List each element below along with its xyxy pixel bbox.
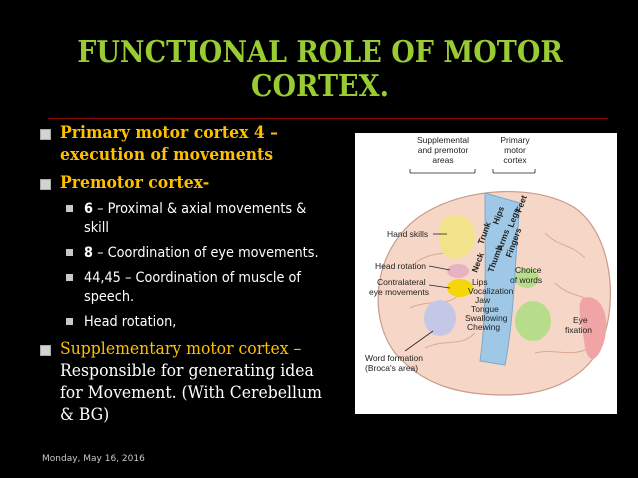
sub-bullet-number: 6 bbox=[84, 201, 93, 217]
choice-of-words-area bbox=[515, 301, 551, 341]
slide-title: FUNCTIONAL ROLE OF MOTOR CORTEX. bbox=[50, 36, 590, 104]
sub-bullet-text: Head rotation, bbox=[84, 314, 177, 330]
face-label-chewing: Chewing bbox=[467, 322, 500, 332]
label-motor: motor bbox=[504, 145, 526, 155]
label-eye-movements: eye movements bbox=[369, 287, 429, 297]
bullet-text: Premotor cortex- bbox=[60, 173, 210, 193]
title-line-1: FUNCTIONAL ROLE OF MOTOR bbox=[77, 35, 563, 70]
label-fixation: fixation bbox=[565, 325, 592, 335]
small-square-bullet-icon bbox=[66, 274, 73, 281]
label-brocas-area: (Broca's area) bbox=[365, 363, 418, 373]
label-cortex: cortex bbox=[503, 155, 527, 165]
face-label-tongue: Tongue bbox=[471, 304, 499, 314]
header-brackets bbox=[409, 169, 536, 174]
square-bullet-icon bbox=[40, 179, 51, 190]
head-rotation-area bbox=[447, 264, 469, 278]
sub-bullet-text: – Coordination of eye movements. bbox=[92, 245, 319, 261]
label-premotor: and premotor bbox=[418, 145, 469, 155]
sub-bullet-text-line-2: skill bbox=[84, 220, 109, 236]
bullet-text-line-2: Responsible for generating idea bbox=[60, 361, 314, 381]
eye-movements-area bbox=[447, 279, 473, 297]
sub-bullet-44-45: 44,45 – Coordination of muscle of speech… bbox=[36, 269, 366, 307]
eye-fixation-area bbox=[579, 297, 607, 359]
sub-bullet-text: – Proximal & axial movements & bbox=[92, 201, 307, 217]
face-label-swallowing: Swallowing bbox=[465, 313, 508, 323]
face-label-jaw: Jaw bbox=[475, 295, 491, 305]
choice-of-words-area-upper bbox=[515, 268, 539, 288]
title-line-2: CORTEX. bbox=[250, 69, 389, 104]
title-divider bbox=[48, 118, 608, 119]
label-areas: areas bbox=[432, 155, 453, 165]
label-primary: Primary bbox=[500, 135, 530, 145]
sub-bullet-text: 44,45 – Coordination of muscle of bbox=[84, 270, 301, 286]
sub-bullet-text-line-2: speech. bbox=[84, 289, 135, 305]
primary-motor-strip bbox=[479, 192, 521, 366]
bullet-text-line-1: Primary motor cortex 4 – bbox=[60, 123, 279, 143]
hand-skills-area bbox=[438, 215, 476, 259]
sub-bullet-6: 6 – Proximal & axial movements & skill bbox=[36, 200, 366, 238]
face-label-lips: Lips bbox=[472, 277, 488, 287]
square-bullet-icon bbox=[40, 345, 51, 356]
sub-bullet-number: 8 bbox=[84, 245, 93, 261]
bullet-primary-motor: Primary motor cortex 4 – execution of mo… bbox=[36, 122, 366, 166]
small-square-bullet-icon bbox=[66, 249, 73, 256]
label-contralateral: Contralateral bbox=[377, 277, 426, 287]
label-choice: Choice bbox=[515, 265, 542, 275]
bullet-text-line-2: execution of movements bbox=[60, 145, 274, 165]
bullet-premotor: Premotor cortex- bbox=[36, 172, 366, 194]
label-supplemental: Supplemental bbox=[417, 135, 469, 145]
label-hand-skills: Hand skills bbox=[387, 229, 428, 239]
bullet-text-line-3: for Movement. (With Cerebellum bbox=[60, 383, 322, 403]
bullet-heading: Supplementary motor cortex – bbox=[60, 339, 302, 359]
bullet-supplementary: Supplementary motor cortex – Responsible… bbox=[36, 338, 366, 426]
small-square-bullet-icon bbox=[66, 318, 73, 325]
label-word-formation: Word formation bbox=[365, 353, 423, 363]
sub-bullet-8: 8 – Coordination of eye movements. bbox=[36, 244, 366, 263]
footer-date: Monday, May 16, 2016 bbox=[42, 454, 145, 464]
square-bullet-icon bbox=[40, 129, 51, 140]
face-label-vocalization: Vocalization bbox=[468, 286, 514, 296]
sub-bullet-head-rotation: Head rotation, bbox=[36, 313, 366, 332]
label-of-words: of words bbox=[510, 275, 542, 285]
brocas-area bbox=[424, 300, 456, 336]
slide-body: Primary motor cortex 4 – execution of mo… bbox=[36, 122, 366, 432]
brain-diagram-svg: Supplemental and premotor areas Primary … bbox=[365, 135, 612, 396]
label-eye: Eye bbox=[573, 315, 588, 325]
bullet-text-line-4: & BG) bbox=[60, 405, 110, 425]
label-head-rotation: Head rotation bbox=[375, 261, 426, 271]
brain-motor-areas-figure: Supplemental and premotor areas Primary … bbox=[355, 133, 617, 414]
small-square-bullet-icon bbox=[66, 205, 73, 212]
